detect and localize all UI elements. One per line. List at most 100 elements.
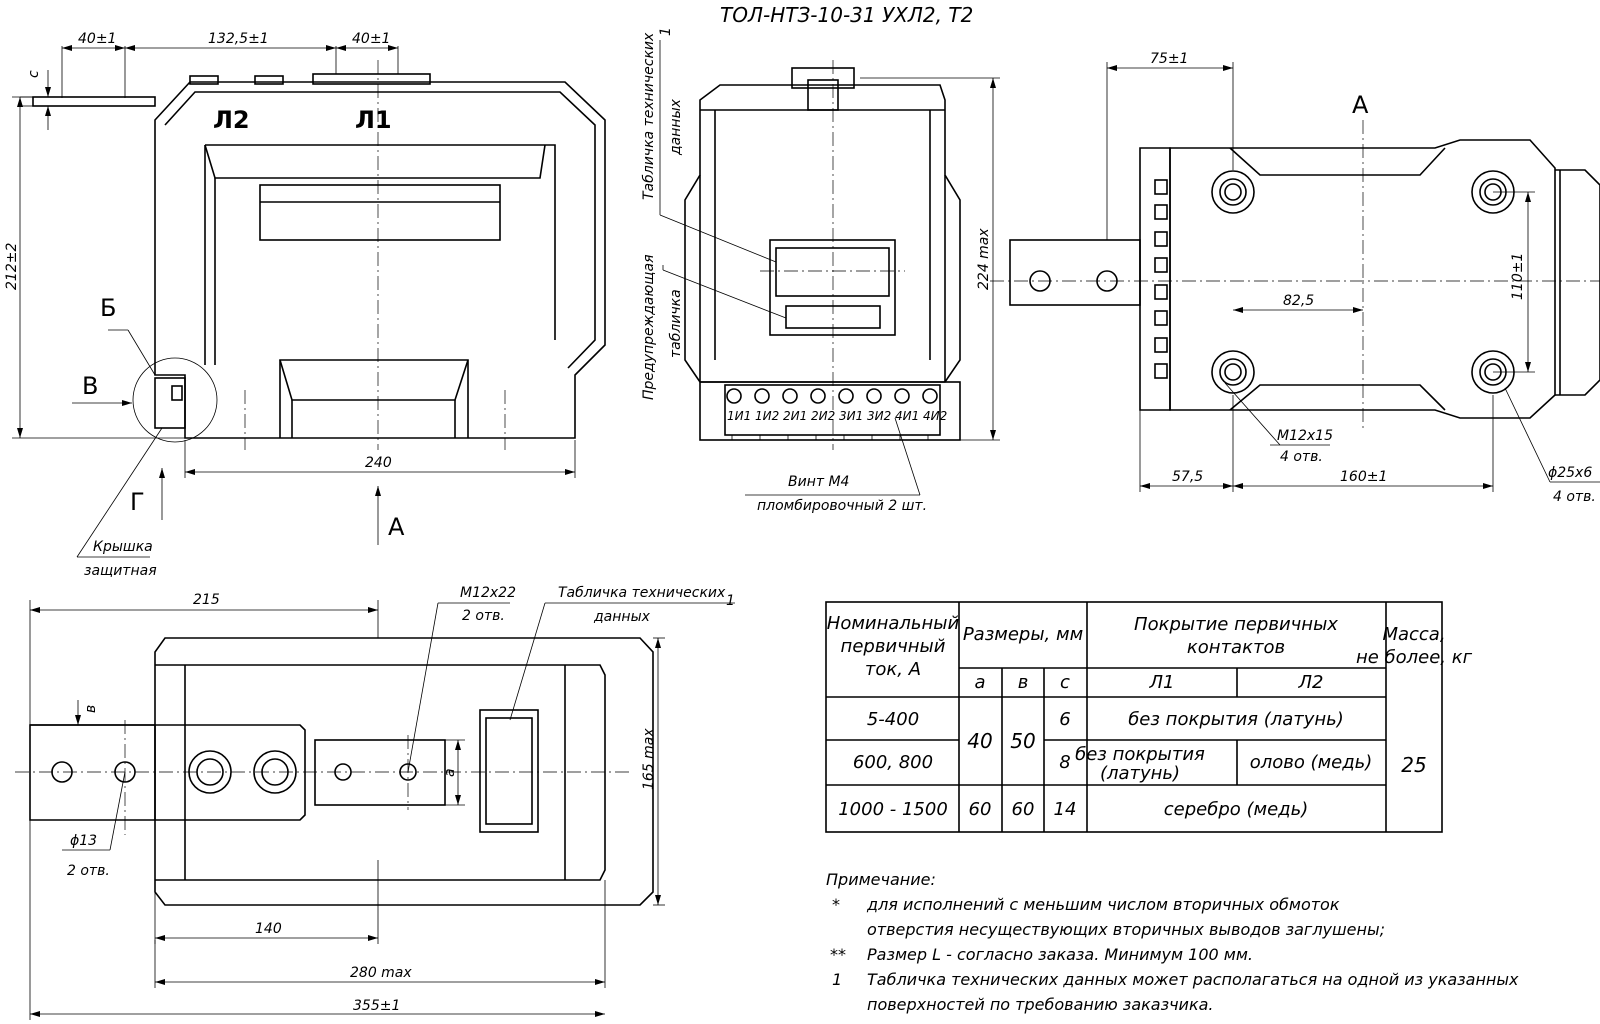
row2-l1-line2: (латунь) [1100,763,1180,784]
detail-circle-b [132,357,218,443]
terminal-screw [726,388,742,404]
front-window-top [205,144,556,340]
notes: Примечание: * для исполнений с меньшим ч… [826,870,1519,1014]
th-mass-1: Масса, [1382,624,1445,645]
terminal-label: 2И1 [783,409,807,423]
dim-140: 140 [255,921,282,937]
th-coating-1: Покрытие первичных [1134,614,1338,635]
note-3-mark: 1 [832,970,842,989]
row2-c: 8 [1059,752,1070,773]
terminal-block [699,381,961,441]
row3-coating: серебро (медь) [1164,799,1308,820]
dim-240: 240 [365,455,392,471]
label-a: А [388,513,405,541]
terminal-screws [726,388,938,404]
side-warning-label-2: табличка [668,289,684,358]
th-current-1: Номинальный [827,613,960,634]
top-boss-right [253,750,297,794]
th-sizes: Размеры, мм [963,624,1083,645]
dim-110: 110±1 [1510,253,1526,300]
terminal-screw [922,388,938,404]
bottom-body-outline [1169,139,1556,419]
m12x22-holes: 2 отв. [462,608,505,624]
th-a: а [974,672,985,693]
th-b: в [1018,672,1029,693]
note-1-line-1: для исполнений с меньшим числом вторичны… [866,895,1340,914]
side-nameplate-label-2: данных [668,98,684,156]
dim-b: в [83,705,99,713]
front-top-boss-mid [254,75,284,85]
label-g: Г [130,488,145,516]
terminal-label: 4И2 [923,409,947,423]
bottom-busbar [1009,239,1141,306]
row2-l2: олово (медь) [1250,752,1373,773]
protective-cover [154,377,186,429]
view-front: Л2 Л1 40±1 132,5±1 40±1 c 212±2 240 Б В [4,31,606,579]
front-lower-notch [279,359,469,438]
drawing-title: ТОЛ-НТЗ-10-31 УХЛ2, Т2 [720,3,973,27]
view-a-letter: А [1352,91,1369,119]
hole25-label: ϕ25x6 [1548,465,1592,481]
front-top-boss-left [189,75,219,85]
terminal-screw [866,388,882,404]
note-1-mark: * [832,895,840,914]
label-l1: Л1 [355,106,392,134]
row3-b: 60 [1012,799,1035,820]
bottom-bosses [1211,170,1515,394]
terminal-label: 1И2 [755,409,779,423]
note-2-mark: ** [830,945,846,964]
row1-coating: без покрытия (латунь) [1128,709,1344,730]
dim-40-left: 40±1 [78,31,116,47]
th-coating-2: контактов [1187,637,1285,658]
note-1-line-2: отверстия несуществующих вторичных вывод… [867,920,1385,939]
dim-212: 212±2 [4,243,20,290]
boss [1211,170,1255,214]
th-c: с [1060,672,1070,693]
note-2-line-1: Размер L - согласно заказа. Минимум 100 … [867,945,1253,964]
dim-c: c [26,70,42,78]
dim-165-max: 165 max [641,728,657,790]
terminal-label: 2И2 [811,409,835,423]
hole25-holes: 4 отв. [1553,489,1596,505]
side-nameplate-label-1: Табличка технических [641,32,657,200]
side-body-outline [684,84,961,383]
view-top: 215 в a 165 max 140 280 max 355±1 M12x22… [15,585,735,1020]
m12x15-label: M12x15 [1277,428,1333,444]
row3-c: 14 [1054,799,1077,820]
dim-215: 215 [193,592,220,608]
cover-label-2: защитная [84,563,157,579]
bottom-terminal-strip [1139,147,1171,411]
cover-label-1: Крышка [93,539,153,555]
terminal-screw [810,388,826,404]
th-current-2: первичный [841,636,946,657]
dim-224-max: 224 max [976,228,992,290]
notes-title: Примечание: [826,870,936,889]
th-l2: Л2 [1298,672,1324,693]
top-nameplate-label-1: Табличка технических [558,585,726,601]
note-3-line-2: поверхностей по требованию заказчика. [867,995,1214,1014]
th-l1: Л1 [1149,672,1175,693]
label-v: В [82,372,98,400]
dim-132-5: 132,5±1 [208,31,269,47]
front-body-outline [154,81,606,439]
front-busbar [32,96,156,107]
hole13-label: ϕ13 [70,833,97,849]
label-l2: Л2 [213,106,250,134]
top-nameplate [479,709,539,833]
terminal-label: 1И1 [727,409,751,423]
terminal-labels: 1И1 1И2 2И1 2И2 3И1 3И2 4И1 4И2 [727,409,947,423]
front-recess [259,184,501,241]
note-3-line-1: Табличка технических данных может распол… [867,970,1519,989]
row1-current: 5-400 [867,709,919,730]
spec-table: Номинальный первичный ток, А Размеры, мм… [825,601,1473,833]
top-contact-plate [314,739,446,806]
dim-57-5: 57,5 [1172,469,1203,485]
front-body-inner-outline [164,91,596,369]
front-top-bar [312,73,431,85]
terminal-label: 3И1 [839,409,863,423]
top-nameplate-number: 1 [726,593,735,609]
dim-280-max: 280 max [350,965,412,981]
side-warning-label-1: Предупреждающая [641,255,657,401]
terminal-screw [754,388,770,404]
side-nameplate-number: 1 [658,27,674,36]
